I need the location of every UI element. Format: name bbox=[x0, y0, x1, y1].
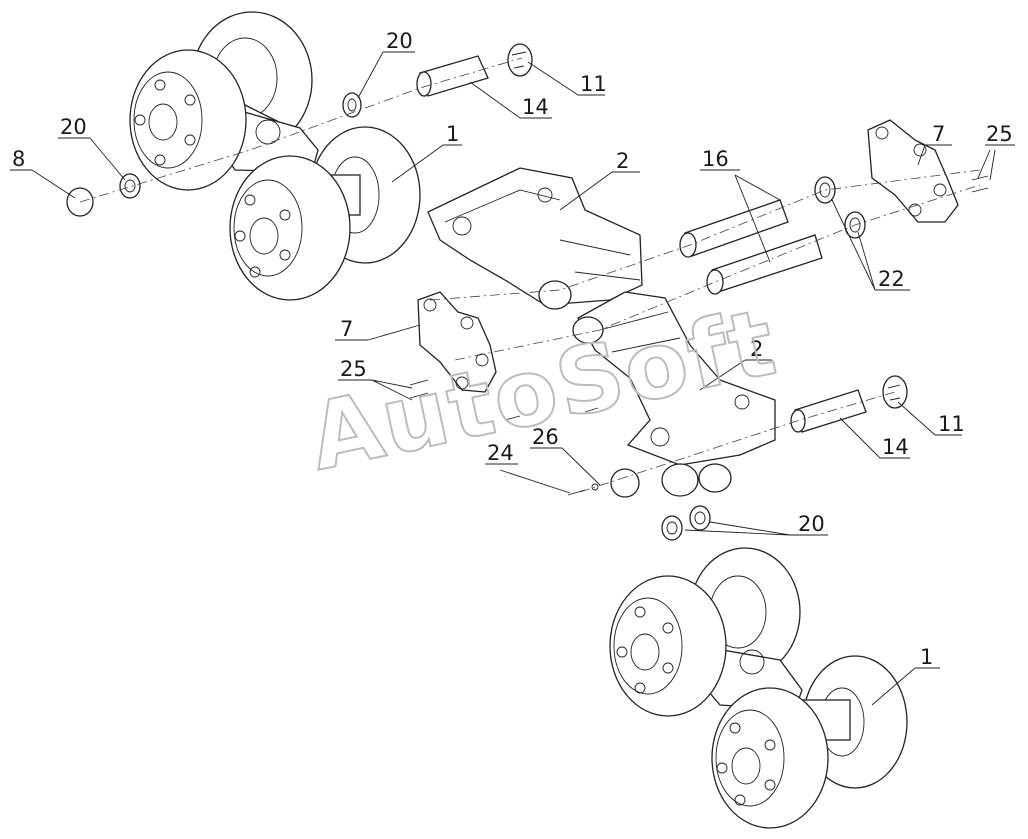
center-lines bbox=[79, 57, 981, 493]
cover-plate-8-center bbox=[610, 468, 640, 498]
callout-label: 20 bbox=[60, 115, 87, 139]
callout-label: 22 bbox=[878, 267, 905, 291]
leader-lines bbox=[10, 51, 1015, 706]
callout-label: 25 bbox=[986, 122, 1013, 146]
callout-label: 7 bbox=[932, 122, 945, 146]
bolts-25 bbox=[409, 175, 989, 496]
callout-label: 24 bbox=[487, 441, 514, 465]
bracket-right bbox=[867, 119, 959, 223]
cover-plate-11-upper bbox=[507, 43, 533, 77]
washers-20 bbox=[119, 92, 711, 541]
roller-assembly-upper bbox=[129, 11, 421, 301]
pin-16-lower bbox=[706, 234, 823, 295]
cover-plate-11-lower bbox=[882, 375, 908, 409]
bracket-left bbox=[417, 291, 497, 393]
pin-14-upper bbox=[416, 55, 489, 97]
callout-label: 11 bbox=[938, 412, 965, 436]
callout-label: 11 bbox=[580, 72, 607, 96]
callout-label: 8 bbox=[12, 147, 25, 171]
callout-label: 25 bbox=[340, 357, 367, 381]
pin-14-lower bbox=[790, 389, 867, 433]
callout-label: 20 bbox=[798, 512, 825, 536]
callout-label: 1 bbox=[446, 122, 459, 146]
balance-beam-upper bbox=[427, 167, 643, 310]
callout-label: 1 bbox=[920, 645, 933, 669]
callout-label: 16 bbox=[702, 147, 729, 171]
callout-label: 14 bbox=[522, 95, 549, 119]
roller-assembly-lower bbox=[609, 547, 908, 829]
callout-label: 26 bbox=[532, 425, 559, 449]
callout-label: 20 bbox=[386, 29, 413, 53]
callout-label: 14 bbox=[882, 435, 909, 459]
watermark-text: AutoSoft bbox=[300, 288, 785, 491]
callout-label: 2 bbox=[616, 149, 629, 173]
callout-label: 2 bbox=[750, 337, 763, 361]
balance-beam-lower bbox=[572, 291, 776, 497]
pin-16-upper bbox=[679, 199, 789, 258]
callout-label: 7 bbox=[340, 317, 353, 341]
callout-labels: 20 11 14 20 1 8 2 16 7 25 22 7 25 2 26 2… bbox=[12, 29, 1013, 669]
